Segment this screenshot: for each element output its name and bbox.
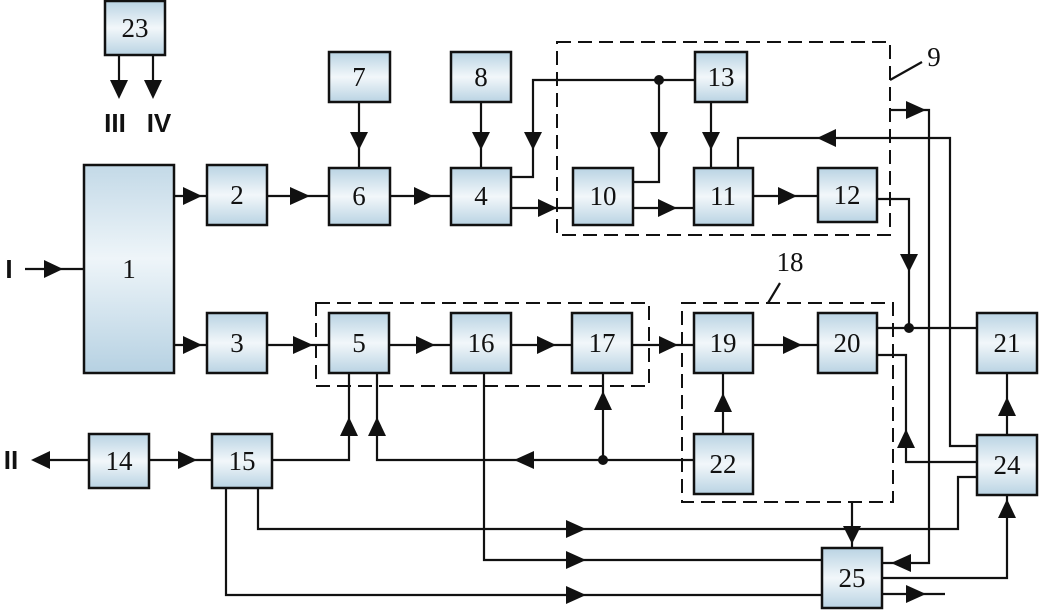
block-14-label: 14 [106, 446, 134, 476]
block-10: 10 [571, 166, 635, 227]
block-8-label: 8 [474, 62, 488, 92]
block-24-label: 24 [994, 450, 1022, 480]
junction-dot [598, 455, 608, 465]
block-16: 16 [449, 311, 513, 375]
terminal-input-I: I [5, 254, 12, 284]
block-16-label: 16 [468, 328, 495, 358]
block-8: 8 [449, 50, 513, 104]
block-24: 24 [975, 433, 1039, 497]
block-12-label: 12 [834, 180, 861, 210]
junction-dot [654, 75, 664, 85]
block-6: 6 [327, 166, 392, 227]
block-23: 23 [103, 0, 167, 57]
block-7-label: 7 [352, 62, 366, 92]
arrowheads [31, 80, 1016, 604]
block-21-label: 21 [994, 328, 1021, 358]
group-18-label: 18 [777, 247, 804, 277]
group-18-leader [767, 282, 781, 304]
block-25-label: 25 [839, 563, 866, 593]
group-18-box [681, 302, 894, 503]
block-13-label: 13 [708, 62, 735, 92]
block-25: 25 [820, 546, 884, 610]
block-17-label: 17 [589, 328, 616, 358]
block-13: 13 [693, 50, 749, 104]
block-5: 5 [327, 311, 391, 375]
block-3-label: 3 [230, 328, 244, 358]
group-9-label: 9 [927, 42, 941, 72]
block-23-label: 23 [122, 13, 149, 43]
block-19: 19 [692, 311, 755, 375]
block-14: 14 [87, 432, 151, 490]
terminal-output-IV: IV [147, 108, 172, 138]
block-5-label: 5 [352, 328, 366, 358]
block-6-label: 6 [352, 181, 366, 211]
block-4: 4 [449, 166, 513, 227]
block-10-label: 10 [590, 181, 617, 211]
group-9-leader [889, 61, 923, 81]
block-3: 3 [205, 311, 269, 375]
block-1: 1 [82, 163, 176, 375]
block-11: 11 [692, 166, 755, 227]
block-22: 22 [692, 432, 755, 496]
block-15-label: 15 [229, 446, 256, 476]
junction-dot [904, 323, 914, 333]
block-12: 12 [816, 166, 879, 224]
block-11-label: 11 [710, 181, 736, 211]
block-7: 7 [327, 50, 392, 104]
block-4-label: 4 [474, 181, 488, 211]
block-2-label: 2 [230, 180, 244, 210]
block-20: 20 [816, 311, 879, 375]
block-17: 17 [570, 311, 634, 375]
block-1-label: 1 [122, 254, 136, 284]
block-2: 2 [205, 163, 269, 227]
terminal-output-III: III [104, 108, 126, 138]
block-21: 21 [975, 311, 1039, 375]
block-19-label: 19 [710, 328, 737, 358]
block-20-label: 20 [834, 328, 861, 358]
block-22-label: 22 [710, 449, 737, 479]
block-15: 15 [210, 432, 274, 490]
terminal-output-II: II [4, 445, 18, 475]
